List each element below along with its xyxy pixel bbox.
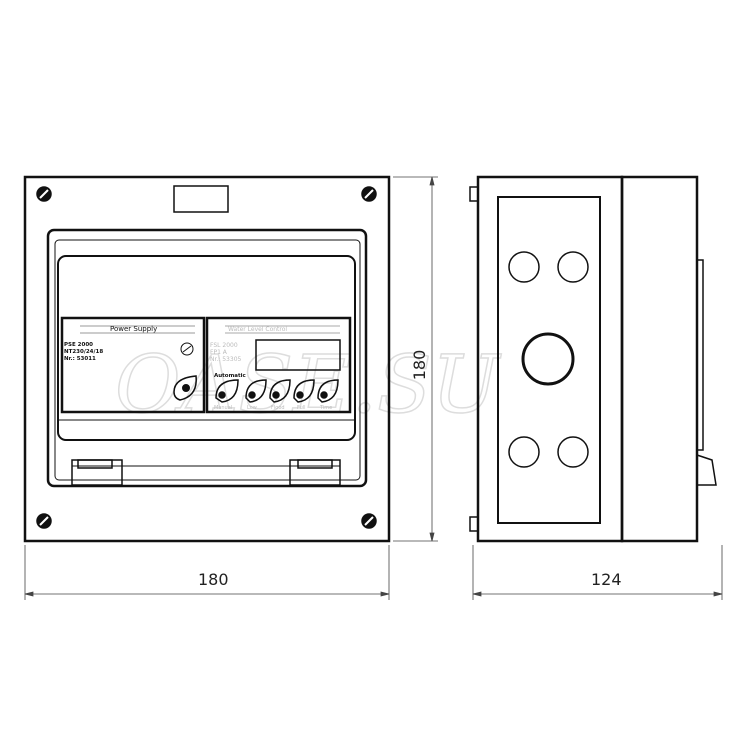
level-control-type: FP1 A — [210, 349, 228, 356]
power-supply-title: Power Supply — [110, 325, 157, 333]
automatic-label: Automatic — [214, 373, 246, 379]
power-supply-model: PSE 2000 — [64, 342, 93, 348]
button-label-low: Low — [247, 405, 257, 411]
depth-dimension: 124 — [591, 570, 622, 589]
width-dimension: 180 — [198, 570, 229, 589]
level-control-title: Water Level Control — [228, 326, 287, 333]
level-control-model: FSL 2000 — [210, 342, 238, 349]
dimension-lines — [24, 176, 723, 600]
button-label-time: Time — [319, 405, 332, 411]
button-label-manual: Manual — [214, 405, 232, 411]
button-label-flood: Flood — [271, 405, 285, 411]
button-label-full: Full — [297, 405, 306, 411]
watermark: OASE.SU — [115, 338, 502, 431]
level-control-number: Nr.: 53305 — [210, 356, 242, 363]
side-view — [469, 175, 717, 543]
power-supply-type: NT230/24/18 — [64, 349, 103, 355]
screw-icon — [36, 186, 377, 529]
cable-gland-icon — [508, 251, 589, 468]
power-supply-number: Nr.: 53011 — [64, 356, 96, 362]
height-dimension: 180 — [410, 350, 429, 381]
front-view — [23, 175, 391, 543]
